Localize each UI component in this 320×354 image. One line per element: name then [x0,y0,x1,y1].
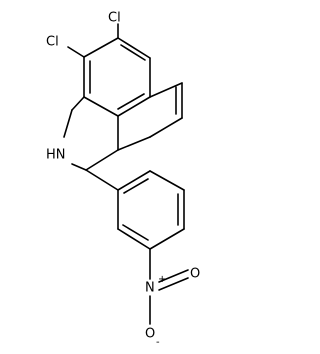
nh-label: HN [46,148,66,163]
bond-ring-d-3 [149,228,185,250]
chlorine-label-top: Cl [108,11,121,26]
bond-ring-d-5 [149,170,185,191]
bond-ring-c-4 [149,82,183,98]
bond-ring-a-5 [83,96,119,117]
nitro-nitrogen-charge: + [158,274,166,285]
bond-ring-a-2 [117,37,151,59]
bond-ring-a-4-double [117,93,145,110]
molecule-diagram: Cl Cl HN N + O O - [46,11,200,349]
bond-ring-b-5 [63,109,73,138]
bond-ring-b-4 [71,163,87,171]
bond-ring-d-2-double [122,224,149,241]
bond-ring-c-1 [117,136,151,151]
bond-ring-d-6 [117,170,151,191]
bond-ring-d-2 [117,228,151,250]
bond-ring-a-2-double [120,44,146,61]
bond-ring-b-1 [71,96,85,111]
bond-ring-b-3 [85,149,119,171]
bond-layer [63,23,189,325]
bond-nitro-o-top [158,269,189,283]
nitro-oxygen-charge: - [156,337,160,348]
bond-ring-a-4 [117,96,151,117]
nitro-nitrogen-label: N [145,281,155,296]
bond-ring-d-6-double [123,178,149,194]
nitro-oxygen-bottom-label: O [145,327,155,342]
bond-nitro-o-top-double [158,277,189,291]
bond-cl-left [67,46,85,58]
bond-ring-c-2 [149,117,183,138]
nitro-oxygen-top-label: O [190,267,200,282]
bond-ring-a-1 [83,37,119,58]
atom-label-layer: Cl Cl HN N + O O - [46,11,200,349]
chlorine-label-left: Cl [46,35,59,50]
bond-c4-aryl [85,169,119,191]
